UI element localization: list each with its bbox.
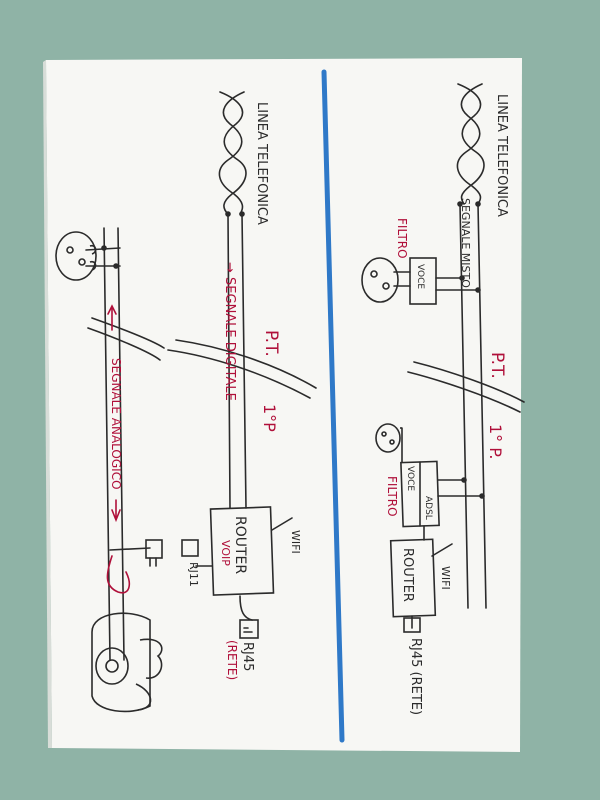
left-twisted-pair [218, 91, 247, 215]
right-floor-break [407, 361, 525, 413]
right-top-filter-box [409, 257, 437, 305]
left-signal-analog: SEGNALE ANALOGICO [109, 358, 123, 490]
right-mid-filter-box [400, 460, 440, 528]
left-socket-face-icon [55, 231, 97, 281]
left-rete-label: (RETE) [225, 640, 239, 680]
left-panel [85, 91, 317, 661]
right-socket-face-icon [361, 257, 399, 303]
right-title: LINEA TELEFONICA [494, 94, 509, 217]
left-floor-break [167, 339, 317, 399]
left-voip-label: VOIP [219, 540, 232, 566]
left-pt-label: P.T. [261, 330, 281, 357]
left-signal-digital: → SEGNALE DIGITALE [222, 262, 237, 401]
right-floor-label: 1° P. [486, 424, 505, 460]
left-wifi-label: WIFI [289, 530, 302, 554]
paper-shadow [43, 60, 52, 748]
right-router-box [389, 538, 437, 618]
right-wifi-antenna [431, 543, 453, 557]
right-voce-mid: VOCE [405, 466, 415, 491]
right-router-label: ROUTER [400, 548, 415, 602]
left-wire-a [227, 213, 231, 509]
left-phone-line-break [87, 317, 165, 361]
right-wire-b [477, 203, 487, 609]
right-mid-face-icon [375, 423, 402, 453]
right-voce-top: VOCE [415, 264, 425, 289]
right-wire-a [459, 203, 469, 609]
right-rj45-plug [403, 617, 421, 633]
left-router-label: ROUTER [232, 516, 248, 574]
left-red-arrows [106, 304, 131, 594]
left-telephone-icon [91, 612, 163, 713]
right-filter-top: FILTRO [395, 218, 409, 259]
right-signal-mixed: SEGNALE MISTO [459, 198, 472, 288]
left-wire-b [241, 213, 247, 509]
left-wall-socket [145, 539, 163, 559]
right-twisted-pair [456, 83, 485, 205]
right-pt-label: P.T. [487, 352, 507, 379]
left-rj11-label: RJ11 [187, 562, 200, 587]
right-rj45-label: RJ45 (RETE) [408, 638, 423, 715]
right-panel [389, 83, 525, 633]
right-adsl-label: ADSL [423, 496, 433, 520]
left-rj45-plug [239, 619, 259, 639]
paper-sheet [46, 58, 522, 752]
left-wifi-antenna [271, 517, 293, 531]
right-wifi-label: WIFI [439, 566, 452, 590]
right-filter-mid: FILTRO [385, 476, 399, 517]
left-router-box [209, 506, 275, 596]
left-phone-line-a [103, 227, 111, 661]
left-title: LINEA TELEFONICA [254, 102, 269, 225]
left-floor-label: 1°P [260, 404, 279, 432]
left-rj11-plug [181, 539, 199, 557]
left-phone-line-b [117, 227, 125, 661]
blue-divider [321, 69, 345, 743]
left-rj45-label: RJ45 [240, 642, 255, 671]
